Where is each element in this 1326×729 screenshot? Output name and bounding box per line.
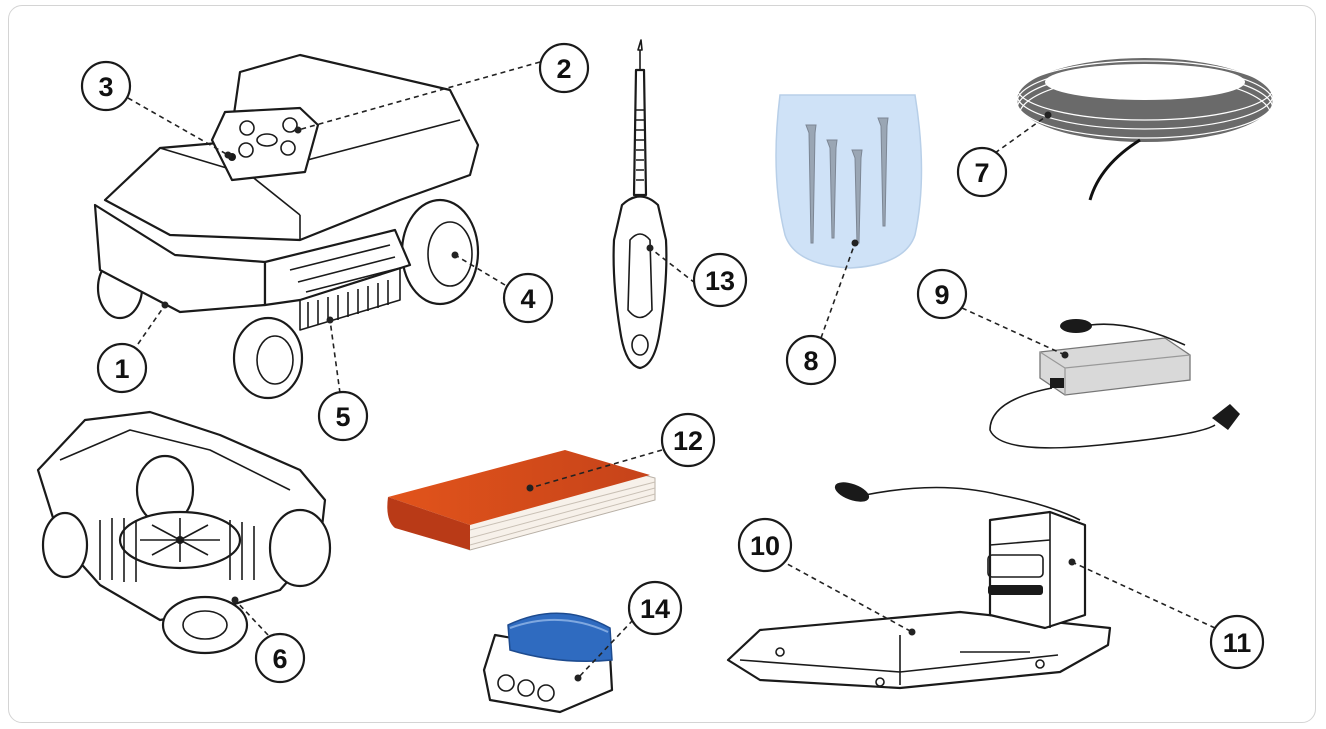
- charging-station-column-icon: [834, 482, 1087, 630]
- robot-mower-underside-icon: [36, 410, 332, 655]
- leader-lines: [127, 61, 1216, 682]
- svg-text:12: 12: [673, 426, 703, 456]
- svg-text:8: 8: [803, 346, 818, 376]
- svg-text:6: 6: [272, 644, 287, 674]
- power-supply-icon: [989, 319, 1240, 449]
- svg-text:14: 14: [640, 594, 670, 624]
- svg-text:13: 13: [705, 266, 735, 296]
- svg-text:10: 10: [750, 531, 780, 561]
- callout-9: 9: [916, 268, 968, 320]
- svg-text:4: 4: [520, 284, 535, 314]
- wire-connector-icon: [482, 612, 614, 714]
- svg-text:11: 11: [1223, 628, 1252, 658]
- manual-book-icon: [387, 450, 656, 551]
- callout-8: 8: [785, 334, 837, 386]
- callout-7: 7: [956, 146, 1008, 198]
- svg-text:2: 2: [556, 54, 571, 84]
- robot-mower-top-icon: [93, 53, 480, 400]
- boundary-wire-coil-icon: [1016, 55, 1274, 201]
- callout-12: 12: [660, 412, 716, 468]
- callout-10: 10: [737, 517, 793, 573]
- screwdriver-icon: [612, 39, 668, 370]
- svg-text:1: 1: [114, 354, 129, 384]
- callout-3: 3: [80, 60, 132, 112]
- svg-text:9: 9: [934, 280, 949, 310]
- charging-base-plate-icon: [726, 610, 1112, 690]
- callout-13: 13: [692, 252, 748, 308]
- svg-text:7: 7: [974, 158, 989, 188]
- svg-text:5: 5: [335, 402, 350, 432]
- callouts: 1 2 3 4 5 6 7 8 9 10 11 12 13 14: [80, 42, 1265, 684]
- callout-4: 4: [502, 272, 554, 324]
- callout-6: 6: [254, 632, 306, 684]
- pegs-bag-icon: [775, 94, 923, 269]
- svg-text:3: 3: [98, 72, 113, 102]
- callout-2: 2: [538, 42, 590, 94]
- callout-14: 14: [627, 580, 683, 636]
- callout-1: 1: [96, 342, 148, 394]
- callout-5: 5: [317, 390, 369, 442]
- callout-11: 11: [1209, 614, 1265, 670]
